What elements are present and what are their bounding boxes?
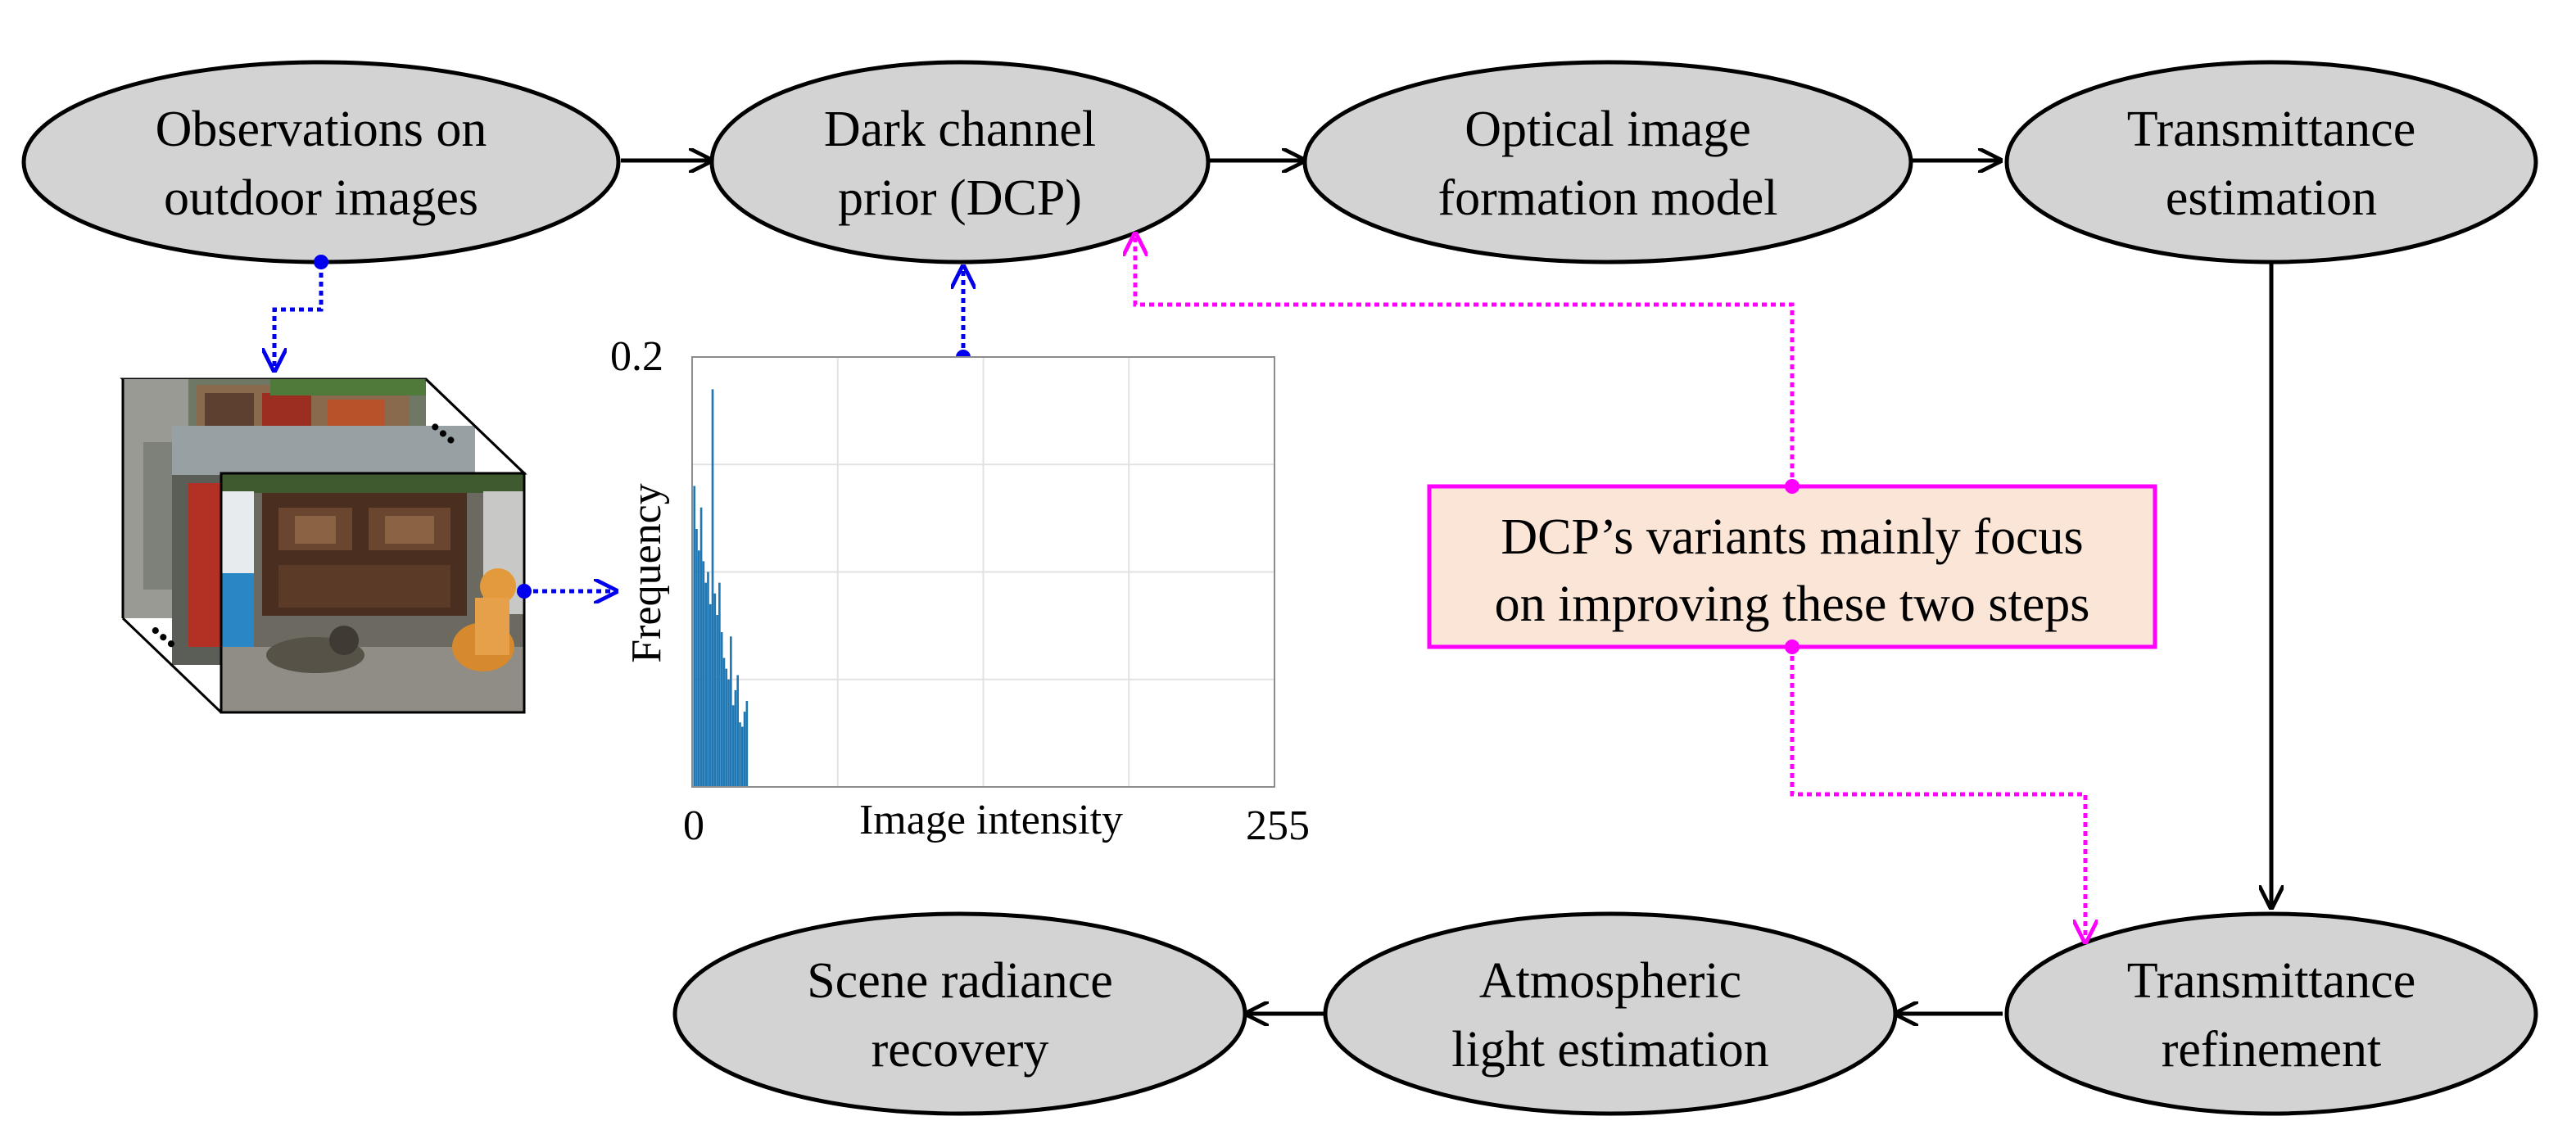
histogram-bars bbox=[693, 389, 749, 787]
node-observations: Observations on outdoor images bbox=[21, 60, 621, 264]
node-scene-radiance: Scene radiance recovery bbox=[672, 911, 1247, 1116]
node-transmittance-refinement-line2: refinement bbox=[2162, 1022, 2382, 1078]
histogram-bar bbox=[736, 675, 740, 787]
pink-link-top-dot bbox=[1785, 479, 1800, 494]
node-optical-line1: Optical image bbox=[1465, 102, 1750, 157]
histogram-bar bbox=[716, 615, 718, 787]
variants-note-box: DCP’s variants mainly focus on improving… bbox=[1427, 484, 2157, 649]
pink-link-bottom-dot bbox=[1785, 640, 1800, 654]
node-transmittance-refinement: Transmittance refinement bbox=[2004, 911, 2538, 1116]
variants-note-line2: on improving these two steps bbox=[1495, 576, 2090, 632]
outdoor-image-stack: ... ... bbox=[120, 377, 527, 714]
histogram-bar bbox=[730, 636, 732, 787]
histogram-bar bbox=[722, 658, 726, 787]
node-transmittance-estimation-line1: Transmittance bbox=[2127, 102, 2415, 157]
histogram-bar bbox=[709, 603, 712, 787]
histogram-bar bbox=[695, 529, 698, 787]
histogram-bar bbox=[739, 722, 741, 787]
node-scene-radiance-line1: Scene radiance bbox=[807, 953, 1112, 1009]
node-atmospheric-line1: Atmospheric bbox=[1479, 953, 1741, 1009]
blue-link-observations-dot bbox=[314, 255, 328, 269]
histogram-bar bbox=[734, 689, 737, 787]
node-transmittance-refinement-line1: Transmittance bbox=[2127, 953, 2415, 1009]
blue-link-stack-dot bbox=[517, 584, 532, 599]
histogram-bar bbox=[720, 632, 723, 787]
histogram-bar bbox=[727, 679, 730, 787]
histogram-x-axis-label: Image intensity bbox=[859, 797, 1123, 843]
histogram-bar bbox=[711, 389, 714, 787]
node-transmittance-estimation-line2: estimation bbox=[2166, 170, 2377, 226]
histogram-bar bbox=[731, 705, 735, 787]
histogram-bar bbox=[745, 701, 749, 787]
node-atmospheric-line2: light estimation bbox=[1451, 1022, 1768, 1078]
blue-link-observations-to-stack bbox=[274, 264, 324, 370]
histogram-grid bbox=[692, 357, 1274, 787]
node-optical-line2: formation model bbox=[1438, 170, 1778, 226]
histogram-chart: 0.2 0 255 Image intensity Frequency bbox=[610, 333, 1310, 849]
node-observations-line2: outdoor images bbox=[164, 170, 478, 226]
histogram-bar bbox=[707, 572, 709, 787]
histogram-bar bbox=[693, 486, 696, 787]
stack-top-edge bbox=[424, 377, 526, 475]
stack-front-outline bbox=[220, 472, 526, 714]
node-dcp: Dark channel prior (DCP) bbox=[709, 60, 1211, 264]
histogram-bar bbox=[725, 668, 728, 787]
histogram-frame bbox=[691, 356, 1275, 788]
histogram-bar bbox=[699, 507, 703, 787]
histogram-bar bbox=[740, 726, 744, 787]
node-dcp-line1: Dark channel bbox=[824, 102, 1096, 157]
histogram-y-tick-max: 0.2 bbox=[610, 333, 663, 380]
histogram-x-tick-min: 0 bbox=[683, 802, 704, 849]
node-transmittance-estimation: Transmittance estimation bbox=[2004, 60, 2538, 264]
histogram-bar bbox=[743, 712, 746, 787]
histogram-bar bbox=[718, 582, 721, 787]
pink-link-note-to-refinement bbox=[1790, 647, 2085, 942]
histogram-y-axis-label: Frequency bbox=[623, 483, 670, 662]
node-observations-line1: Observations on bbox=[156, 102, 487, 157]
variants-note-line1: DCP’s variants mainly focus bbox=[1501, 509, 2083, 565]
stack-bottom-edge bbox=[121, 617, 223, 714]
node-scene-radiance-line2: recovery bbox=[871, 1022, 1049, 1078]
histogram-bar bbox=[704, 582, 707, 787]
node-optical-model: Optical image formation model bbox=[1302, 60, 1913, 264]
stack-photo-front bbox=[221, 473, 524, 712]
node-dcp-line2: prior (DCP) bbox=[838, 170, 1082, 226]
node-atmospheric-light: Atmospheric light estimation bbox=[1323, 911, 1898, 1116]
histogram-bar bbox=[702, 561, 705, 787]
histogram-x-tick-max: 255 bbox=[1246, 802, 1310, 849]
pink-link-note-to-dcp bbox=[1135, 234, 1795, 486]
histogram-bar bbox=[713, 593, 717, 787]
histogram-bar bbox=[697, 550, 700, 787]
